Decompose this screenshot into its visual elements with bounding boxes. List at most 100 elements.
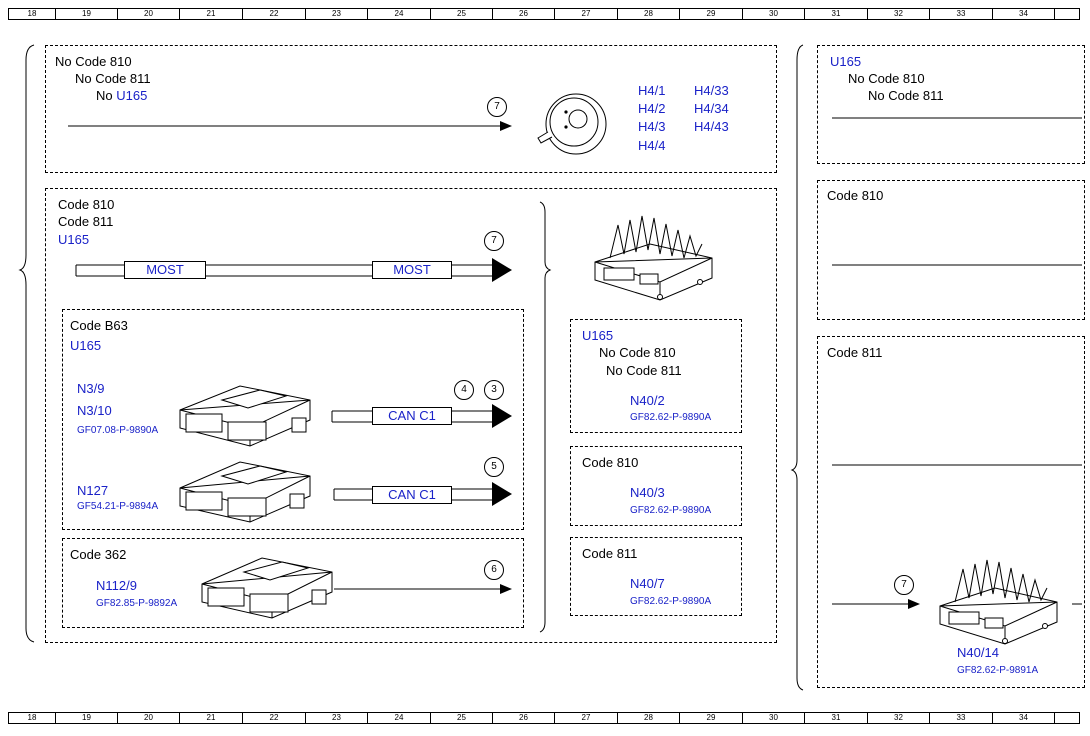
speaker-link-h4-34[interactable]: H4/34	[694, 101, 729, 116]
marker-circle: 7	[487, 97, 507, 117]
ruler-column-26: 26	[492, 713, 554, 723]
box-code-811-amp	[570, 537, 742, 616]
label-no-code-811: No Code 811	[75, 71, 151, 86]
label-no-u165: No U165	[96, 88, 147, 103]
ruler-filler	[1054, 9, 1079, 19]
ruler-column-19: 19	[55, 713, 117, 723]
label-code-811: Code 811	[582, 546, 638, 561]
can-bus-label[interactable]: CAN C1	[372, 407, 452, 425]
marker-circle: 6	[484, 560, 504, 580]
ruler-column-32: 32	[867, 9, 929, 19]
label-u165-link[interactable]: U165	[116, 88, 148, 103]
ruler-column-31: 31	[804, 9, 867, 19]
ruler-column-22: 22	[242, 713, 305, 723]
ruler-column-28: 28	[617, 713, 679, 723]
label-code-811: Code 811	[827, 345, 883, 360]
label-code-811: Code 811	[58, 214, 114, 229]
ruler-column-34: 34	[992, 9, 1054, 19]
most-bus-label-right[interactable]: MOST	[372, 261, 452, 279]
speaker-link-h4-4[interactable]: H4/4	[638, 138, 666, 153]
part-link-n40-14[interactable]: N40/14	[957, 645, 999, 660]
marker-circle: 7	[894, 575, 914, 595]
label-u165-link[interactable]: U165	[70, 338, 102, 353]
part-link-n112-9[interactable]: N112/9	[96, 578, 137, 593]
ruler-column-27: 27	[554, 713, 617, 723]
speaker-link-h4-1[interactable]: H4/1	[638, 83, 666, 98]
box-right-u165	[817, 45, 1085, 164]
marker-circle: 3	[484, 380, 504, 400]
part-link-n3-9[interactable]: N3/9	[77, 381, 105, 396]
speaker-link-h4-33[interactable]: H4/33	[694, 83, 729, 98]
part-link-n40-7[interactable]: N40/7	[630, 576, 665, 591]
amplifier-n40-14-icon	[939, 559, 1058, 645]
ruler-column-26: 26	[492, 9, 554, 19]
control-unit-n127-icon	[179, 461, 311, 523]
speaker-link-h4-3[interactable]: H4/3	[638, 119, 666, 134]
label-no-code-810: No Code 810	[55, 54, 132, 69]
box-u165-amp	[570, 319, 742, 433]
left-brace	[18, 44, 35, 643]
can-bus-label[interactable]: CAN C1	[372, 486, 452, 504]
doc-link-gf82-62-9891[interactable]: GF82.62-P-9891A	[957, 665, 1039, 676]
control-unit-n112-icon	[201, 557, 333, 619]
ruler-column-23: 23	[305, 9, 367, 19]
doc-link-gf82-85[interactable]: GF82.85-P-9892A	[96, 598, 178, 609]
ruler-column-20: 20	[117, 9, 179, 19]
box-right-code-811	[817, 336, 1085, 688]
ruler-column-25: 25	[430, 9, 492, 19]
label-code-810: Code 810	[827, 188, 884, 203]
label-u165-link[interactable]: U165	[582, 328, 614, 343]
part-link-n40-2[interactable]: N40/2	[630, 393, 665, 408]
marker-circle: 4	[454, 380, 474, 400]
ruler-column-31: 31	[804, 713, 867, 723]
part-link-n40-3[interactable]: N40/3	[630, 485, 665, 500]
doc-link-gf54[interactable]: GF54.21-P-9894A	[77, 501, 159, 512]
part-link-n127[interactable]: N127	[77, 483, 109, 498]
ruler-column-24: 24	[367, 713, 430, 723]
label-no-prefix: No	[96, 88, 117, 103]
marker-circle: 5	[484, 457, 504, 477]
doc-link-gf82-62[interactable]: GF82.62-P-9890A	[630, 596, 712, 607]
speaker-link-h4-43[interactable]: H4/43	[694, 119, 729, 134]
label-no-code-811: No Code 811	[606, 363, 682, 378]
doc-link-gf82-62[interactable]: GF82.62-P-9890A	[630, 505, 712, 516]
part-link-n3-10[interactable]: N3/10	[77, 403, 112, 418]
ruler-column-32: 32	[867, 713, 929, 723]
label-u165-link[interactable]: U165	[58, 232, 90, 247]
label-code-810: Code 810	[58, 197, 115, 212]
doc-link-gf07[interactable]: GF07.08-P-9890A	[77, 425, 159, 436]
label-code-362: Code 362	[70, 547, 127, 562]
box-code-810-811	[45, 188, 777, 643]
ruler-column-19: 19	[55, 9, 117, 19]
middle-brace	[539, 201, 552, 633]
label-u165-link[interactable]: U165	[830, 54, 862, 69]
ruler-column-29: 29	[679, 9, 742, 19]
box-code-810-amp	[570, 446, 742, 526]
doc-link-gf82-62[interactable]: GF82.62-P-9890A	[630, 412, 712, 423]
speaker-icon	[537, 93, 607, 155]
control-unit-n3-icon	[179, 385, 311, 447]
label-no-code-810: No Code 810	[599, 345, 676, 360]
box-code-362	[62, 538, 524, 628]
speaker-link-h4-2[interactable]: H4/2	[638, 101, 666, 116]
ruler-column-21: 21	[179, 713, 242, 723]
ruler-column-21: 21	[179, 9, 242, 19]
ruler-column-25: 25	[430, 713, 492, 723]
ruler-filler	[1054, 713, 1079, 723]
ruler-column-30: 30	[742, 9, 804, 19]
ruler-column-33: 33	[929, 713, 992, 723]
ruler-column-29: 29	[679, 713, 742, 723]
ruler-column-20: 20	[117, 713, 179, 723]
box-no-code-810	[45, 45, 777, 173]
amplifier-module-icon	[594, 215, 713, 301]
ruler-column-18: 18	[27, 9, 37, 18]
most-bus-label-left[interactable]: MOST	[124, 261, 206, 279]
right-brace	[790, 44, 804, 691]
ruler-column-24: 24	[367, 9, 430, 19]
ruler-column-23: 23	[305, 713, 367, 723]
marker-circle: 7	[484, 231, 504, 251]
